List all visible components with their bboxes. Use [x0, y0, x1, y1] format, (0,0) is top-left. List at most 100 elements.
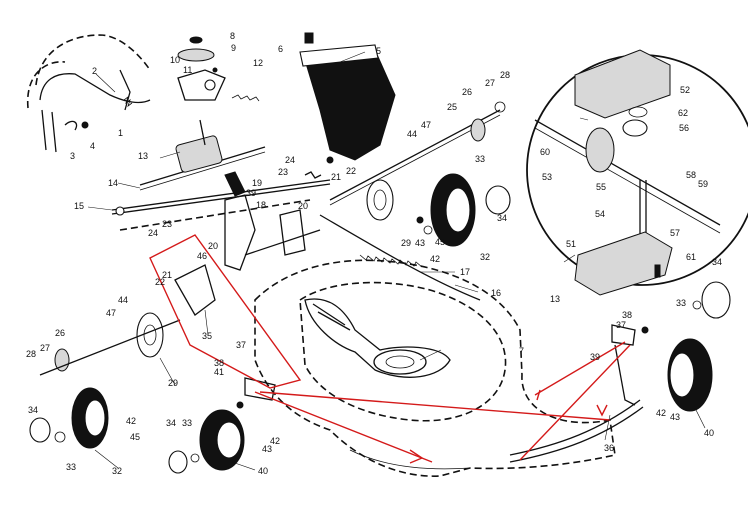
blade-outline: [304, 298, 451, 378]
callout-37-repeat: 37: [616, 320, 626, 330]
wheel-40-hub: [216, 421, 242, 459]
front-axle-36: [509, 399, 641, 456]
red-arrow-1: [409, 449, 424, 464]
callout-40-repeat: 40: [258, 466, 268, 476]
callout-24: 24: [285, 155, 295, 165]
callout-29-repeat: 29: [168, 378, 178, 388]
callout-9: 9: [231, 43, 236, 53]
callout-42-repeat: 42: [270, 436, 280, 446]
gear-29-right-center: [373, 189, 387, 211]
deck-rear-skirt: [349, 449, 471, 470]
callout-14: 14: [108, 178, 118, 188]
callout-42-repeat: 42: [656, 408, 666, 418]
pivot-plate: [279, 209, 306, 256]
callout-27: 27: [485, 78, 495, 88]
callout-40: 40: [704, 428, 714, 438]
height-bracket-39: [614, 344, 636, 406]
callout-55: 55: [596, 182, 606, 192]
callout-37: 37: [236, 340, 246, 350]
belt-cover-top-lip: [299, 44, 379, 67]
callout-39-repeat: 39: [246, 188, 256, 198]
bolt-4: [81, 121, 89, 129]
callout-41: 41: [214, 367, 224, 377]
callout-35: 35: [202, 331, 212, 341]
callout-59: 59: [698, 179, 708, 189]
nut-33-far-right: [692, 300, 702, 310]
wing-nut-23: [304, 171, 322, 179]
callout-56: 56: [679, 123, 689, 133]
callout-23: 23: [278, 167, 288, 177]
inset-shaft-lower: [534, 127, 721, 234]
red-line-1: [254, 391, 433, 463]
callout-22: 22: [346, 166, 356, 176]
hubcap-34-left: [29, 417, 51, 443]
bracket-35: [174, 264, 216, 316]
callout-47: 47: [421, 120, 431, 130]
transmission-assembly: [111, 119, 331, 231]
callout-33-repeat: 33: [182, 418, 192, 428]
right-wheel-assembly: [329, 101, 511, 247]
bracket-37-right: [611, 324, 636, 346]
callout-3: 3: [70, 151, 75, 161]
housing-cover-52: [574, 49, 671, 119]
hubcap-34-center: [168, 450, 188, 474]
callout-51: 51: [566, 239, 576, 249]
nut-33-center: [190, 453, 200, 463]
callout-58: 58: [686, 170, 696, 180]
wheel-32-hub: [445, 187, 471, 233]
front-axle-assembly: [509, 281, 731, 463]
axle-15-lower: [111, 183, 331, 215]
bolt-24: [326, 156, 334, 164]
leader-lines: [87, 51, 706, 471]
output-shaft-54: [639, 180, 647, 240]
callout-18: 18: [256, 200, 266, 210]
callout-33: 33: [475, 154, 485, 164]
callout-19: 19: [252, 178, 262, 188]
nut-33-left: [54, 431, 66, 443]
red-arrow-3: [536, 389, 541, 401]
pulley-cluster: [177, 36, 260, 102]
callout-15: 15: [74, 201, 84, 211]
inset-label: 13: [550, 294, 560, 304]
lever-bracket-18: [224, 194, 256, 271]
gear-29-left: [136, 312, 164, 358]
callout-38: 38: [214, 358, 224, 368]
callout-12: 12: [253, 58, 263, 68]
callout-23-repeat: 23: [162, 219, 172, 229]
washer-42: [416, 216, 424, 224]
belt-cover-body: [304, 49, 396, 161]
wheel-32-left-hub: [84, 399, 106, 437]
callout-42: 42: [430, 254, 440, 264]
callout-39: 39: [590, 352, 600, 362]
bracket-37-left: [244, 377, 276, 401]
callout-20-repeat: 20: [298, 201, 308, 211]
bracket-11: [177, 69, 226, 101]
wheel-40-right-hub: [669, 352, 695, 398]
washer-28-right: [494, 101, 506, 113]
callout-27-repeat: 27: [40, 343, 50, 353]
front-axle-36-lower: [509, 406, 644, 463]
callout-1: 1: [118, 128, 123, 138]
callout-61: 61: [686, 252, 696, 262]
callout-17: 17: [460, 267, 470, 277]
gear-60: [585, 127, 615, 173]
callout-21: 21: [162, 270, 172, 280]
pin-3: [64, 120, 78, 131]
callout-34-repeat: 34: [712, 257, 722, 267]
callout-13: 13: [138, 151, 148, 161]
deck-outline: [254, 259, 616, 477]
callout-38-repeat: 38: [622, 310, 632, 320]
drive-shaft-14-lower: [139, 151, 266, 191]
callout-33-repeat: 33: [66, 462, 76, 472]
callout-53: 53: [542, 172, 552, 182]
callout-32-repeat: 32: [112, 466, 122, 476]
bolt-38-right: [641, 326, 649, 334]
blade-arm: [312, 303, 351, 331]
red-highlight-outline: [149, 234, 302, 389]
gear-29-right: [366, 179, 394, 221]
callout-5: 5: [376, 46, 381, 56]
handle-upper: [35, 34, 151, 86]
deck-inner-outline: [299, 281, 507, 422]
